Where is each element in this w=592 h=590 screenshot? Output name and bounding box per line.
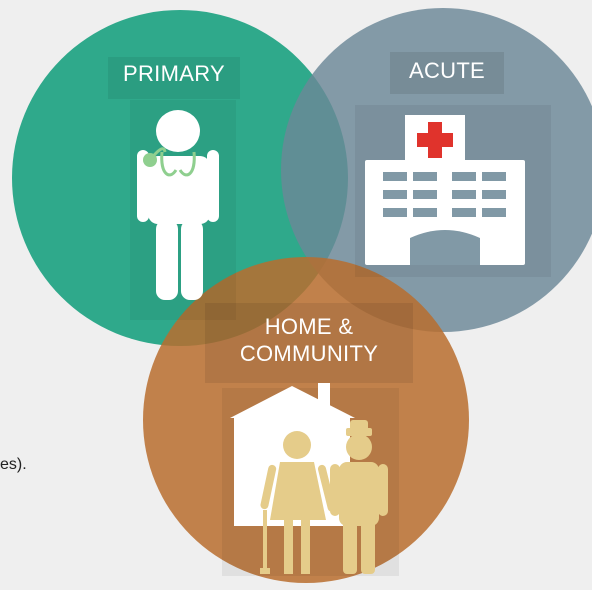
home-community-label-line1: HOME & [264, 314, 354, 339]
home-community-label-line2: COMMUNITY [239, 341, 379, 366]
primary-label: PRIMARY [123, 61, 225, 86]
acute-label: ACUTE [408, 58, 486, 83]
home-community-label-box [205, 303, 413, 383]
doctor-icon [137, 110, 219, 300]
home-community-label: HOME & COMMUNITY [205, 313, 413, 367]
truncated-side-text: es). [0, 456, 27, 473]
hospital-icon [365, 115, 525, 265]
primary-label-box [108, 57, 240, 99]
acute-label-box [390, 52, 504, 94]
home-elderly-couple-icon [230, 383, 388, 574]
